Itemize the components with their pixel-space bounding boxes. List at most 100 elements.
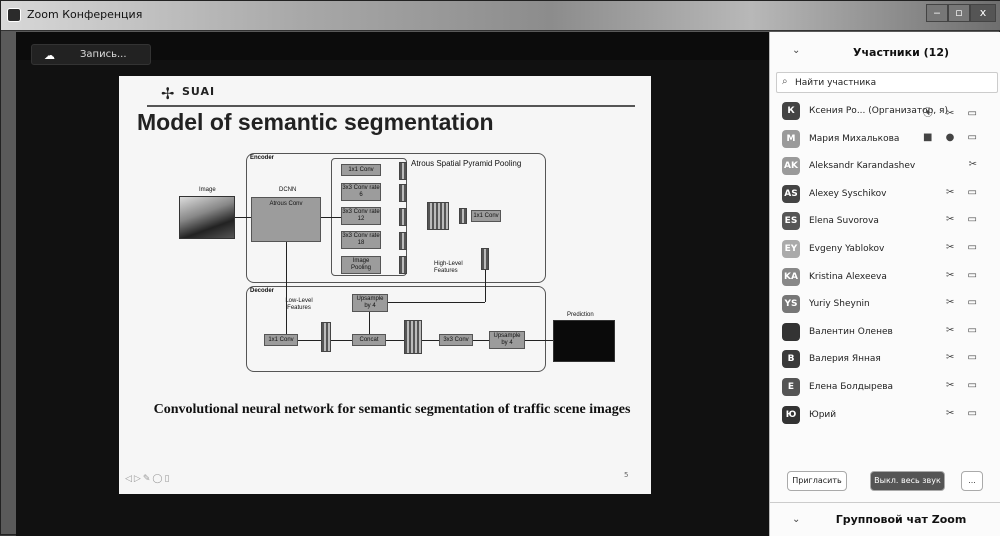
invite-button[interactable]: Пригласить	[787, 471, 847, 491]
decoder-3x3-conv-box: 3x3 Conv	[439, 334, 473, 346]
participant-name: Ксения Ро... (Организатор, я)	[809, 106, 948, 116]
conv1x1-box: 1x1 Conv	[341, 164, 381, 176]
decoder-label: Decoder	[250, 288, 275, 294]
slide-page-number: 5	[624, 471, 629, 479]
participant-name: Валентин Оленев	[809, 326, 893, 337]
mic-video-status-icon: ✂ ▭	[945, 297, 982, 309]
chevron-down-icon[interactable]: ⌄	[792, 514, 801, 525]
mic-video-status-icon: ⦿ ✂ ▭	[922, 108, 982, 119]
participant-row[interactable]: AS Alexey Syschikov ✂ ▭	[770, 181, 1000, 208]
avatar: ES	[782, 212, 800, 231]
avatar: EY	[782, 240, 800, 258]
aspp-label: Atrous Spatial Pyramid Pooling	[411, 159, 522, 168]
connector-line	[525, 340, 553, 341]
minimize-button[interactable]: ‒	[926, 4, 948, 22]
title-bar[interactable]: Zoom Конференция ‒ ▫ x	[1, 1, 1000, 31]
avatar: Ю	[782, 405, 800, 424]
image-label: Image	[199, 187, 216, 193]
participants-header: ⌄ Участники (12)	[770, 32, 1000, 72]
participant-name: Kristina Alexeeva	[809, 271, 887, 282]
participant-search-input[interactable]: ⌕ Найти участника	[776, 72, 998, 93]
avatar: AS	[782, 184, 800, 203]
connector-line	[235, 217, 251, 218]
participant-row[interactable]: YS Yuriy Sheynin ✂ ▭	[770, 291, 1000, 318]
participant-row[interactable]: В Валерия Янная ✂ ▭	[770, 346, 1000, 373]
participant-name: Валерия Янная	[809, 354, 881, 365]
connector-line	[473, 340, 489, 341]
concat-feature-stack	[427, 202, 449, 230]
mic-video-status-icon: ✂ ▭	[945, 407, 982, 419]
mute-all-button[interactable]: Выкл. весь звук	[870, 471, 945, 491]
decoder-panel	[246, 286, 546, 372]
maximize-button[interactable]: ▫	[948, 4, 970, 22]
close-button[interactable]: x	[970, 4, 996, 22]
avatar: В	[782, 350, 800, 369]
connector-line	[321, 217, 341, 218]
input-image-thumbnail	[179, 196, 235, 239]
mic-video-status-icon: ✂ ▭	[945, 269, 982, 281]
aspp-feature-map	[399, 256, 407, 274]
connector-line	[485, 270, 486, 302]
group-chat-title: Групповой чат Zoom	[835, 513, 967, 526]
mic-video-status-icon: ✂ ▭	[945, 214, 982, 226]
slide-toolbar[interactable]: ◁▷✎◯▯	[125, 474, 172, 484]
avatar: Е	[782, 378, 800, 396]
slide-heading: Model of semantic segmentation	[137, 109, 494, 135]
participant-row[interactable]: ES Elena Suvorova ✂ ▭	[770, 208, 1000, 235]
participant-name: Alexey Syschikov	[809, 188, 887, 199]
mic-video-status-icon: ✂ ▭	[945, 380, 982, 391]
encoder-label: Encoder	[250, 155, 275, 161]
slide-divider	[147, 105, 635, 107]
connector-line	[331, 340, 352, 341]
search-icon: ⌕	[782, 76, 788, 87]
conv3x3-rate18-box: 3x3 Conv rate 18	[341, 231, 381, 249]
avatar: AK	[782, 157, 800, 176]
image-pooling-box: Image Pooling	[341, 256, 381, 274]
high-level-feature-map	[481, 248, 489, 270]
participant-row[interactable]: Валентин Оленев✂ ▭	[770, 319, 1000, 346]
connector-line	[286, 242, 287, 334]
connector-line	[386, 340, 404, 341]
group-chat-header[interactable]: ⌄ Групповой чат Zoom	[770, 502, 1000, 536]
low-level-features-label: Low-Level Features	[285, 298, 313, 311]
avatar: YS	[782, 295, 800, 314]
suai-logo-icon: ✢	[161, 84, 175, 103]
more-button[interactable]: ...	[961, 471, 983, 491]
participant-name: Юрий	[809, 409, 837, 420]
presentation-slide: ✢ SUAI Model of semantic segmentation En…	[119, 76, 651, 494]
chevron-down-icon[interactable]: ⌄	[792, 45, 801, 56]
participant-name: Aleksandr Karandashev	[809, 161, 916, 172]
participant-name: Elena Suvorova	[809, 216, 879, 227]
mic-video-status-icon: ✂ ▭	[945, 352, 982, 364]
prediction-output-image	[553, 320, 615, 362]
mic-video-status-icon: ✂ ▭	[945, 186, 982, 198]
upsample-box-2: Upsample by 4	[489, 331, 525, 349]
participant-row[interactable]: Ю Юрий ✂ ▭	[770, 402, 1000, 429]
aspp-feature-map	[399, 184, 407, 202]
participant-row[interactable]: К Ксения Ро... (Организатор, я)⦿ ✂ ▭	[770, 98, 1000, 125]
upsample-box-1: Upsample by 4	[352, 294, 388, 312]
concat-box: Concat	[352, 334, 386, 346]
architecture-diagram: Encoder Atrous Spatial Pyramid Pooling I…	[119, 76, 651, 376]
conv3x3-rate12-box: 3x3 Conv rate 12	[341, 207, 381, 225]
decoder-feature-stack	[404, 320, 422, 354]
connector-line	[422, 340, 439, 341]
connector-line	[298, 340, 321, 341]
participant-name: Yuriy Sheynin	[809, 299, 870, 310]
mic-video-status-icon: ✂ ▭	[945, 242, 982, 253]
window-title: Zoom Конференция	[27, 8, 143, 21]
aspp-feature-map	[399, 208, 407, 226]
dcnn-box: Atrous Conv	[251, 197, 321, 242]
recording-indicator[interactable]: ☁ Запись...	[31, 44, 151, 65]
search-placeholder: Найти участника	[795, 78, 877, 88]
avatar	[782, 322, 800, 341]
participants-panel: ⌄ Участники (12) ⌕ Найти участника К Ксен…	[769, 32, 1000, 536]
avatar: К	[782, 102, 800, 120]
encoder-panel	[246, 153, 546, 283]
